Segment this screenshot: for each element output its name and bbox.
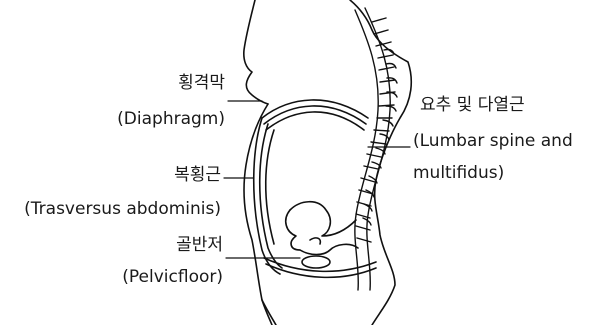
diaphragm-label-en: (Diaphragm) bbox=[117, 108, 225, 130]
diaphragm-lines bbox=[262, 100, 368, 130]
spine-label-ko: 요추 및 다열근 bbox=[420, 94, 525, 116]
leg-outline bbox=[262, 300, 276, 325]
leader-lines bbox=[224, 101, 410, 258]
pelvic-floor-label-en: (Pelvicfloor) bbox=[122, 266, 223, 288]
transversus-label-en: (Trasversus abdominis) bbox=[24, 198, 221, 220]
pelvic-floor-label-ko: 골반저 bbox=[176, 234, 223, 256]
face-outline bbox=[244, 0, 268, 104]
transversus-abdominis-lines bbox=[254, 118, 282, 274]
transversus-label-ko: 복횡근 bbox=[174, 164, 221, 186]
spine-label-en-1: (Lumbar spine and bbox=[413, 130, 573, 152]
spine-label-en-2: multifidus) bbox=[413, 162, 504, 184]
spine bbox=[355, 8, 397, 290]
pelvis-shape bbox=[286, 202, 358, 255]
diaphragm-label-ko: 횡격막 bbox=[178, 72, 225, 94]
